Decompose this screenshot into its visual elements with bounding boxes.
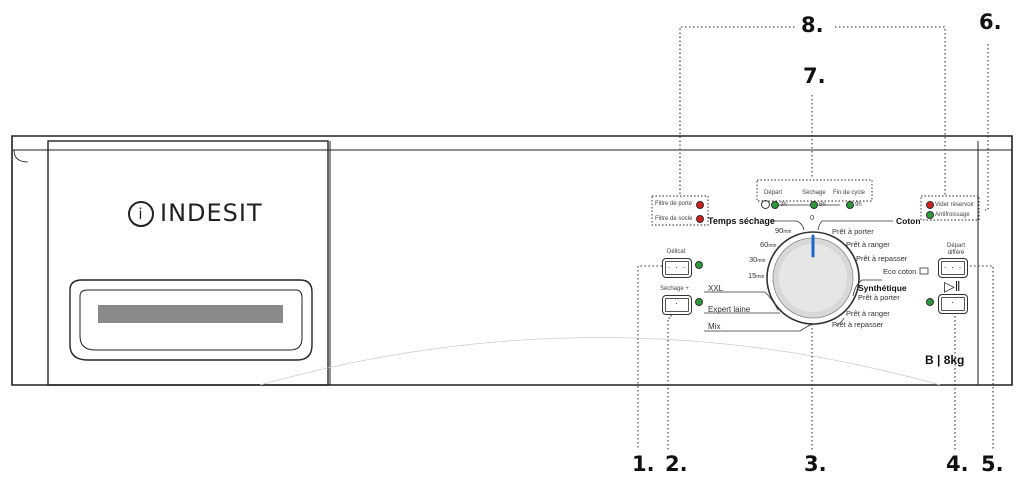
clock-icon — [761, 200, 770, 209]
vider-reservoir-led — [926, 201, 934, 209]
synth-pret-porter: Prêt à porter — [858, 293, 900, 302]
sechage-plus-button[interactable]: · — [662, 295, 692, 315]
info-circle-icon: i — [128, 201, 154, 227]
synth-pret-ranger: Prêt à ranger — [846, 309, 890, 318]
start-pause-button[interactable]: · — [938, 294, 968, 314]
led-label-filtre-porte: Filtre de porte — [655, 201, 693, 207]
program-coton: Coton — [896, 216, 921, 226]
sechage-led — [810, 201, 818, 209]
start-led — [926, 298, 934, 306]
delicat-led — [695, 261, 703, 269]
program-xxl: XXL — [708, 284, 724, 293]
progress-sechage: Séchage — [802, 190, 826, 196]
led-label-antifroissage: Antifroissage — [935, 212, 970, 218]
depart-differe-button[interactable]: · · · — [938, 258, 968, 278]
coton-pret-repasser: Prêt à repasser — [856, 254, 908, 263]
progress-6h: 6h — [819, 202, 826, 208]
brand-name: INDESIT — [160, 199, 263, 227]
filtre-socle-led — [696, 215, 704, 223]
progress-fin: Fin de cycle — [833, 190, 866, 196]
antifroissage-led — [926, 211, 934, 219]
dial-60: 60min — [760, 240, 777, 249]
play-pause-icon: ▷‖ — [944, 278, 961, 294]
program-eco-coton: Eco coton — [883, 267, 917, 276]
dial-15: 15min — [748, 271, 765, 280]
progress-depart: Départ — [764, 190, 783, 196]
sechage-plus-label: Séchage + — [660, 286, 689, 292]
program-expert-laine: Expert laine — [708, 305, 751, 314]
sechage-plus-led — [695, 298, 703, 306]
dial-90: 90min — [775, 226, 792, 235]
callout-6: 6. — [979, 10, 1002, 34]
callout-4: 4. — [946, 452, 969, 476]
led-label-vider-reservoir: Vider réservoir — [935, 202, 974, 208]
callout-8: 8. — [801, 13, 824, 37]
program-synthetique: Synthétique — [858, 283, 907, 293]
fin-led — [846, 201, 854, 209]
delicat-button[interactable]: · · · — [662, 258, 692, 278]
callout-5: 5. — [981, 452, 1004, 476]
coton-pret-porter: Prêt à porter — [832, 227, 874, 236]
filtre-porte-led — [696, 201, 704, 209]
coton-pret-ranger: Prêt à ranger — [846, 240, 890, 249]
progress-9h: 9h — [855, 202, 862, 208]
dial-30: 30min — [749, 255, 766, 264]
delicat-label: Délicat — [667, 249, 686, 255]
program-mix: Mix — [708, 322, 721, 331]
progress-3h: 3h — [780, 202, 787, 208]
led-label-filtre-socle: Filtre de socle — [655, 216, 693, 222]
callout-3: 3. — [804, 452, 827, 476]
depart-led — [771, 201, 779, 209]
callout-7: 7. — [803, 64, 826, 88]
callout-2: 2. — [665, 452, 688, 476]
temps-sechage-label: Temps séchage — [708, 216, 775, 226]
callout-1: 1. — [632, 452, 655, 476]
depart-differe-label: Départ différé — [946, 243, 965, 256]
synth-pret-repasser: Prêt à repasser — [832, 320, 884, 329]
dial-zero: 0 — [810, 213, 815, 222]
capacity-label: B | 8kg — [925, 353, 965, 367]
